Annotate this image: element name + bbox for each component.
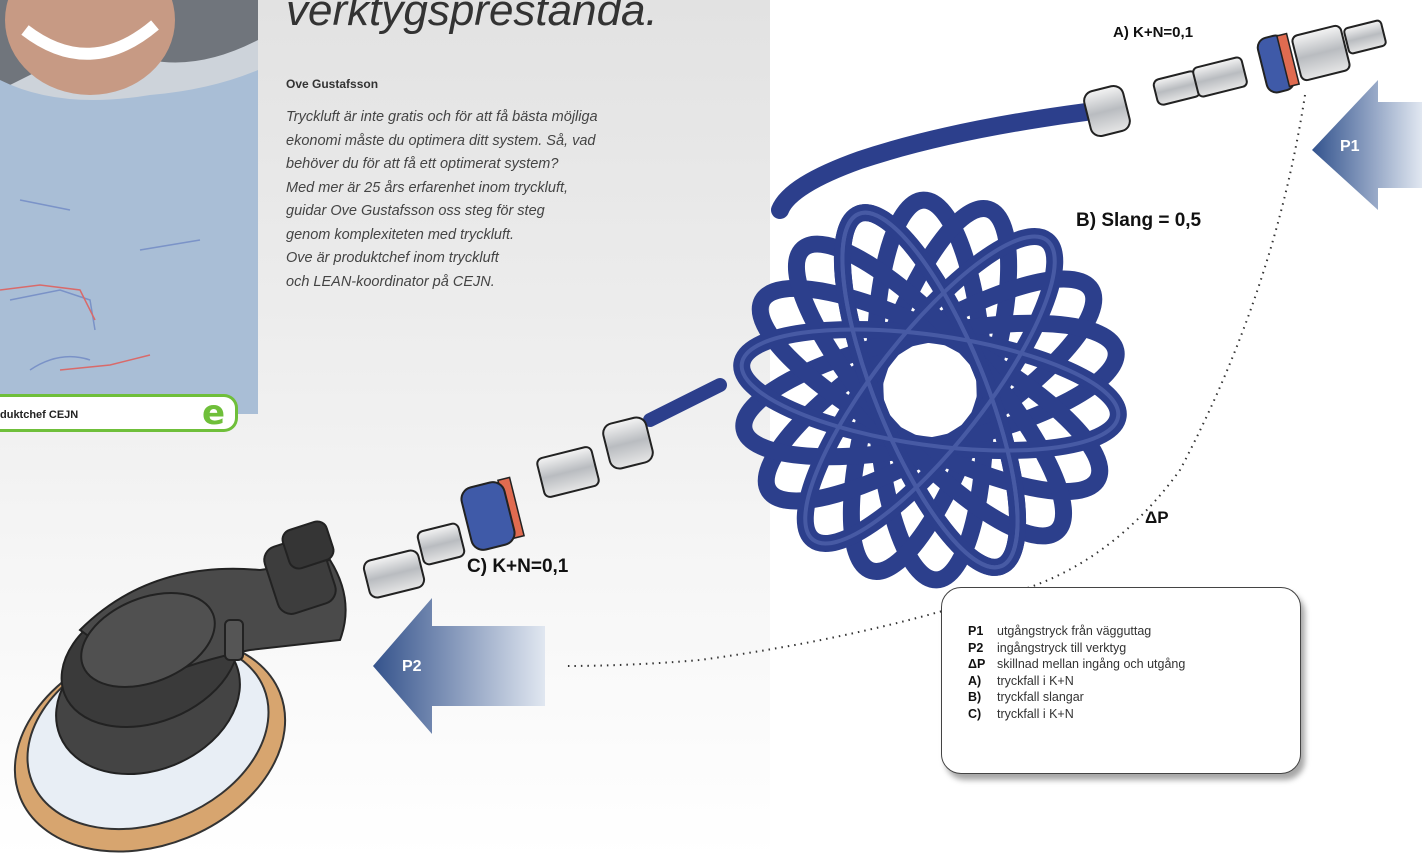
intro-line: och LEAN-koordinator på CEJN. [286, 273, 495, 290]
intro-line: Ove är produktchef inom tryckluft [286, 250, 499, 266]
legend-item: C) tryckfall i K+N [968, 706, 1185, 723]
legend-text: tryckfall slangar [997, 690, 1084, 704]
legend-key: A) [968, 673, 982, 688]
photo-caption-bar: duktchef CEJN e [0, 393, 238, 433]
legend-key: P1 [968, 624, 984, 638]
top-fittings [1083, 19, 1387, 138]
legend-text: utgångstryck från vägguttag [997, 624, 1152, 638]
legend-text: tryckfall i K+N [997, 706, 1074, 721]
sander-tool [13, 520, 347, 853]
article-intro: Tryckluft är inte gratis och för att få … [286, 106, 726, 294]
author-name: Ove Gustafsson [286, 77, 379, 91]
intro-line: Tryckluft är inte gratis och för att få … [286, 109, 598, 125]
e-logo-icon: e [201, 393, 225, 433]
intro-line: Med mer är 25 års erfarenhet inom tryckl… [286, 179, 569, 196]
intro-line: genom komplexiteten med tryckluft. [286, 226, 515, 243]
intro-line: ekonomi måste du optimera ditt system. S… [286, 132, 596, 149]
hose-lower [643, 378, 727, 427]
arrow-p2-label: P2 [402, 658, 422, 675]
intro-line: guidar Ove Gustafsson oss steg för steg [286, 203, 545, 219]
coiled-hose [733, 191, 1127, 589]
legend-box: P1 utgångstryck från vägguttag P2 ingångst… [941, 587, 1301, 774]
hose-straight [771, 103, 1095, 219]
label-b: B) Slang = 0,5 [1076, 210, 1202, 231]
intro-line: behöver du för att få ett optimerat syst… [286, 156, 559, 172]
legend-item: P1 utgångstryck från vägguttag [968, 623, 1185, 640]
legend-item: A) tryckfall i K+N [968, 673, 1185, 690]
legend-item: P2 ingångstryck till verktyg [968, 640, 1185, 657]
lower-fittings [362, 416, 654, 599]
article-headline: verktygsprestanda. [286, 0, 658, 35]
author-photo [0, 0, 258, 414]
label-c: C) K+N=0,1 [467, 556, 569, 577]
legend-item: ΔP skillnad mellan ingång och utgång [968, 656, 1185, 673]
legend-text: ingångstryck till verktyg [997, 640, 1127, 655]
label-delta-p: ΔP [1145, 508, 1169, 527]
legend-text: tryckfall i K+N [997, 673, 1074, 688]
legend-key: ΔP [968, 657, 986, 671]
p2-arrow [373, 598, 545, 734]
photo-caption: duktchef CEJN [0, 409, 79, 421]
label-a: A) K+N=0,1 [1113, 24, 1194, 41]
p1-arrow [1312, 80, 1422, 210]
legend-key: C) [968, 706, 982, 721]
legend-text: skillnad mellan ingång och utgång [997, 657, 1186, 671]
arrow-p1-label: P1 [1340, 138, 1360, 155]
legend-list: P1 utgångstryck från vägguttag P2 ingångst… [968, 623, 1185, 722]
coiled-hose-highlight [739, 210, 1121, 570]
legend-key: B) [968, 690, 982, 704]
legend-key: P2 [968, 640, 984, 655]
legend-item: B) tryckfall slangar [968, 689, 1185, 706]
